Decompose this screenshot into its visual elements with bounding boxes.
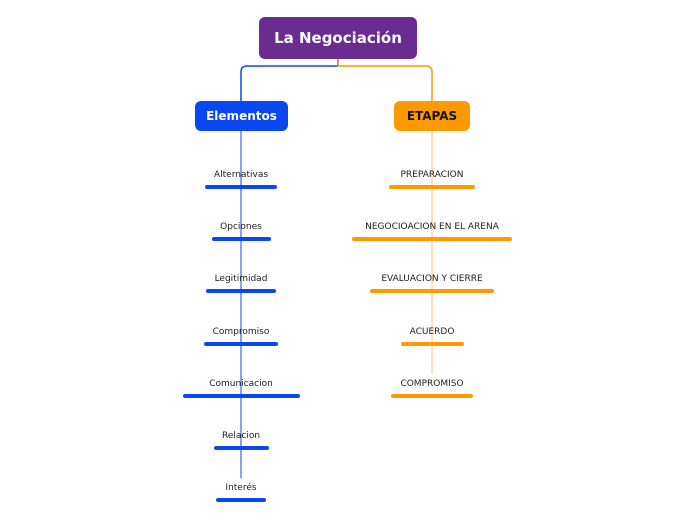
leaf-label[interactable]: Interés (225, 483, 257, 494)
leaf-underline (204, 341, 278, 346)
connector-root-etapas (337, 59, 433, 101)
leaf-underline (391, 393, 473, 398)
leaf-underline (213, 446, 269, 450)
leaf-underline (370, 289, 494, 294)
leaf-label[interactable]: Relacion (221, 431, 261, 441)
connector-root-elementos (240, 59, 339, 101)
leaf-label[interactable]: PREPARACION (400, 170, 464, 180)
leaf-underline (182, 393, 300, 398)
leaf-label[interactable]: ACUERDO (409, 326, 455, 337)
leaf-underline (389, 185, 475, 189)
leaf-label[interactable]: Opciones (220, 222, 262, 233)
leaf-underline (206, 289, 276, 294)
branch-label: Elementos (206, 109, 277, 123)
leaf-label[interactable]: Legitimidad (214, 274, 268, 285)
leaf-label[interactable]: NEGOCIOACION EN EL ARENA (365, 222, 499, 233)
leaf-underline (216, 498, 266, 503)
leaf-underline (400, 341, 464, 346)
leaf-label[interactable]: Compromiso (212, 326, 270, 337)
branch-node-etapas[interactable]: ETAPAS (394, 101, 470, 131)
leaf-label[interactable]: COMPROMISO (400, 378, 464, 389)
branch-label: ETAPAS (406, 109, 458, 123)
branch-node-elementos[interactable]: Elementos (195, 101, 288, 131)
root-label: La Negociación (274, 29, 402, 47)
leaf-label[interactable]: EVALUACION Y CIERRE (381, 274, 483, 285)
leaf-label[interactable]: Comunicacion (209, 378, 273, 389)
root-node[interactable]: La Negociación (259, 17, 417, 59)
leaf-underline (211, 237, 271, 242)
leaf-underline (205, 185, 277, 189)
leaf-underline (352, 237, 512, 242)
leaf-label[interactable]: Alternativas (213, 170, 269, 180)
